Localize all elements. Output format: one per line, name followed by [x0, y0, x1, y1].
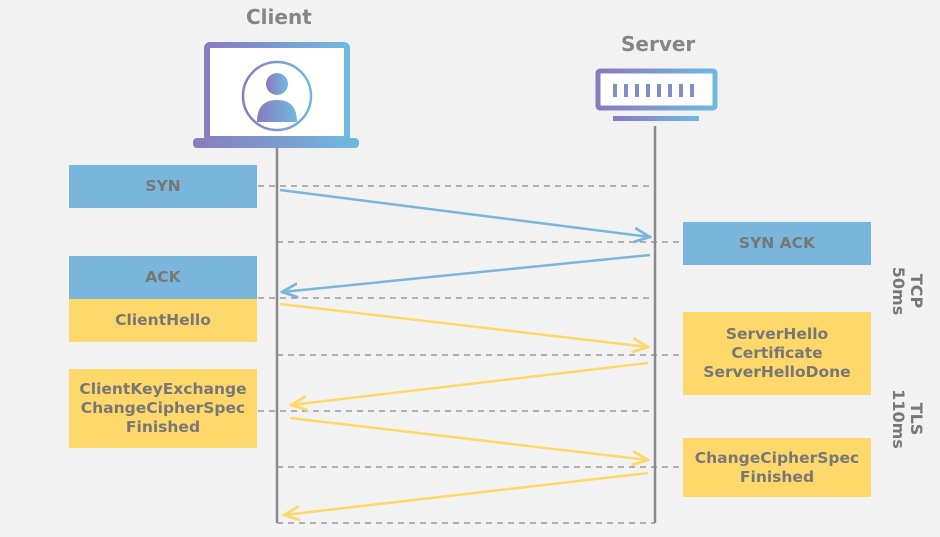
ack-label: ACK: [145, 268, 181, 286]
laptop-user-icon: [193, 42, 359, 148]
syn-ack-arrow: [282, 253, 651, 292]
server-finished-arrow: [284, 471, 649, 515]
server-hello-arrow: [291, 361, 649, 405]
tls-phase-name: TLS: [907, 402, 926, 436]
client-hello-label: ClientHello: [115, 311, 211, 329]
server-hello-line: ServerHello: [725, 325, 829, 343]
syn-ack-label: SYN ACK: [738, 234, 816, 252]
dashed-guides: [258, 185, 683, 524]
syn-arrow: [279, 188, 650, 237]
client-key-exchange-line: ClientKeyExchange: [79, 380, 247, 398]
server-hello-box: ServerHello Certificate ServerHelloDone: [683, 312, 871, 395]
tls-phase-label: TLS 110ms: [887, 383, 926, 455]
finished-line: Finished: [125, 418, 201, 436]
syn-label: SYN: [145, 177, 181, 195]
tls-phase-duration: 110ms: [889, 389, 908, 449]
client-hello-arrow: [279, 302, 648, 347]
tcp-phase-duration: 50ms: [889, 266, 908, 316]
change-cipher-spec-line: ChangeCipherSpec: [80, 399, 246, 417]
server-rack-icon: [595, 68, 718, 121]
syn-box: SYN: [69, 165, 257, 208]
client-title: Client: [246, 5, 312, 29]
server-change-cipher-spec-line: ChangeCipherSpec: [694, 448, 860, 467]
tcp-phase-label: TCP 50ms: [887, 261, 926, 321]
server-finished-box: ChangeCipherSpec Finished: [683, 438, 871, 497]
client-key-exchange-arrow: [289, 416, 648, 460]
tcp-phase-name: TCP: [907, 273, 926, 309]
server-title: Server: [621, 32, 696, 56]
ack-box: ACK: [69, 256, 257, 299]
client-hello-box: ClientHello: [69, 299, 257, 342]
server-hello-done-line: ServerHelloDone: [703, 363, 851, 381]
server-finished-line: Finished: [739, 467, 815, 486]
syn-ack-box: SYN ACK: [683, 222, 871, 265]
client-key-exchange-box: ClientKeyExchange ChangeCipherSpec Finis…: [69, 369, 257, 448]
certificate-line: Certificate: [731, 344, 823, 362]
